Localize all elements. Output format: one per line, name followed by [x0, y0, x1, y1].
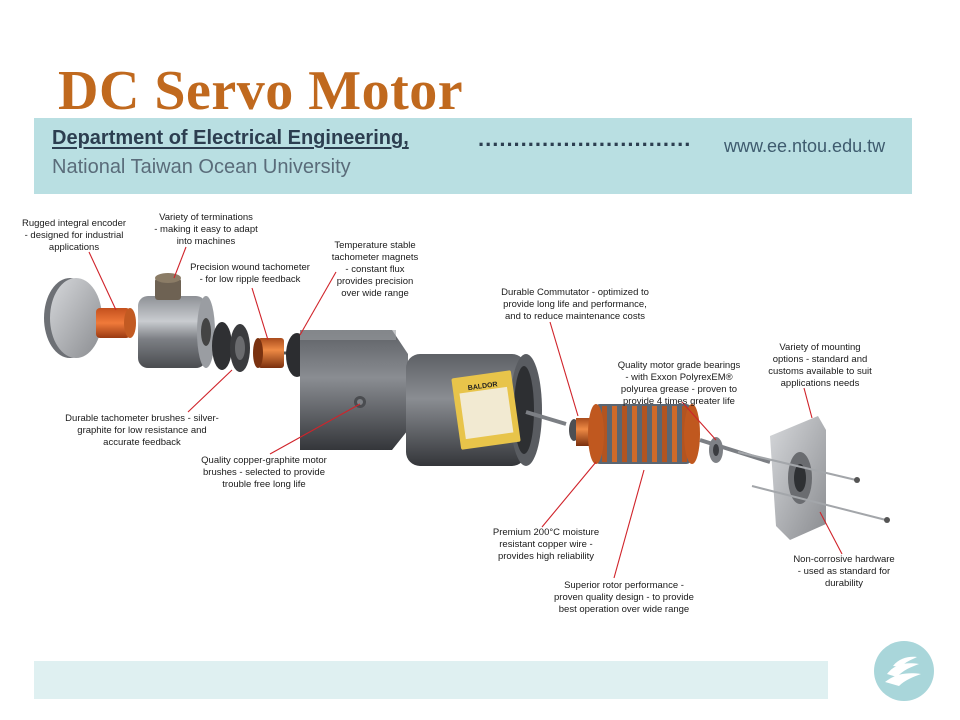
callout-line: Precision wound tachometer: [190, 262, 310, 273]
rotor-winding: [642, 406, 647, 462]
commutator: [569, 418, 592, 446]
rear-housing: [300, 330, 408, 450]
university-logo-icon: [874, 641, 934, 701]
callout-hardware: Non-corrosive hardware- used as standard…: [793, 554, 894, 589]
motor-shaft: [525, 410, 567, 426]
brand-label: BALDOR: [467, 381, 498, 392]
mounting-flange: [770, 416, 826, 540]
callout-tach-wound: Precision wound tachometer- for low ripp…: [190, 262, 310, 285]
front-bearing: [699, 437, 771, 464]
rotor-winding: [622, 406, 627, 462]
callout-line: Variety of terminations: [159, 212, 253, 223]
tachometer-rings: [212, 322, 250, 372]
footer-band: [34, 661, 828, 699]
rotor-core: [588, 404, 700, 464]
callout-line: - constant flux: [345, 264, 404, 275]
tachometer-armature: [253, 338, 302, 368]
callout-line: Superior rotor performance -: [564, 580, 684, 591]
slide-title: DC Servo Motor: [58, 60, 464, 122]
callout-line: over wide range: [341, 288, 409, 299]
callout-line: into machines: [177, 236, 236, 247]
callout-line: - used as standard for: [798, 566, 890, 577]
callout-line: trouble free long life: [222, 479, 305, 490]
callout-line: applications: [49, 242, 99, 253]
callout-terminations: Variety of terminations- making it easy …: [154, 212, 258, 247]
rotor-winding: [672, 406, 677, 462]
callout-line: polyurea grease - proven to: [621, 384, 737, 395]
callout-line: Temperature stable: [334, 240, 415, 251]
encoder-housing: [138, 273, 215, 368]
callout-line: brushes - selected to provide: [203, 467, 325, 478]
motor-exploded-diagram: BALDOR: [22, 212, 895, 615]
callout-line: and to reduce maintenance costs: [505, 311, 645, 322]
rotor-winding: [632, 406, 637, 462]
callout-line: Rugged integral encoder: [22, 218, 126, 229]
callout-line: provides high reliability: [498, 551, 594, 562]
dotted-separator: ..............................: [478, 126, 692, 151]
callout-tach-brushes: Durable tachometer brushes - silver-grap…: [65, 413, 219, 448]
callout-line: Variety of mounting: [779, 342, 860, 353]
callout-line: provide 4 times greater life: [623, 396, 735, 407]
callout-line: - for low ripple feedback: [200, 274, 301, 285]
header-band: [34, 118, 912, 194]
callout-line: Quality copper-graphite motor: [201, 455, 327, 466]
rotor-winding: [602, 406, 607, 462]
callout-line: - making it easy to adapt: [154, 224, 258, 235]
rotor-winding: [652, 406, 657, 462]
encoder-cover-disc: [44, 278, 102, 358]
callout-rotor: Superior rotor performance -proven quali…: [554, 580, 694, 615]
leader-lines: [88, 246, 843, 579]
callout-line: Durable tachometer brushes - silver-: [65, 413, 219, 424]
callout-line: customs available to suit: [768, 366, 872, 377]
callout-line: Durable Commutator - optimized to: [501, 287, 649, 298]
callout-line: accurate feedback: [103, 437, 181, 448]
rotor-winding: [662, 406, 667, 462]
callout-encoder: Rugged integral encoder- designed for in…: [22, 218, 126, 253]
callout-line: provide long life and performance,: [503, 299, 647, 310]
callout-line: Quality motor grade bearings: [618, 360, 741, 371]
encoder-hub: [96, 308, 136, 338]
callout-line: tachometer magnets: [332, 252, 419, 263]
website-url[interactable]: www.ee.ntou.edu.tw: [724, 136, 886, 156]
callout-line: best operation over wide range: [559, 604, 689, 615]
callout-line: options - standard and: [773, 354, 868, 365]
callout-line: Premium 200°C moisture: [493, 527, 599, 538]
callout-line: durability: [825, 578, 863, 589]
callout-line: proven quality design - to provide: [554, 592, 694, 603]
university-name: National Taiwan Ocean University: [52, 156, 351, 178]
department-name: Department of Electrical Engineering,: [52, 127, 409, 149]
nameplate: BALDOR: [451, 370, 521, 450]
callout-bearings: Quality motor grade bearings- with Exxon…: [618, 360, 741, 407]
rotor-winding: [612, 406, 617, 462]
callout-line: applications needs: [781, 378, 860, 389]
callout-line: - designed for industrial: [25, 230, 124, 241]
mounting-bolts: [737, 451, 890, 523]
callout-line: resistant copper wire -: [499, 539, 592, 550]
callout-line: Non-corrosive hardware: [793, 554, 894, 565]
callout-line: - with Exxon PolyrexEM®: [625, 372, 732, 383]
callout-line: graphite for low resistance and: [77, 425, 206, 436]
callout-line: provides precision: [337, 276, 414, 287]
